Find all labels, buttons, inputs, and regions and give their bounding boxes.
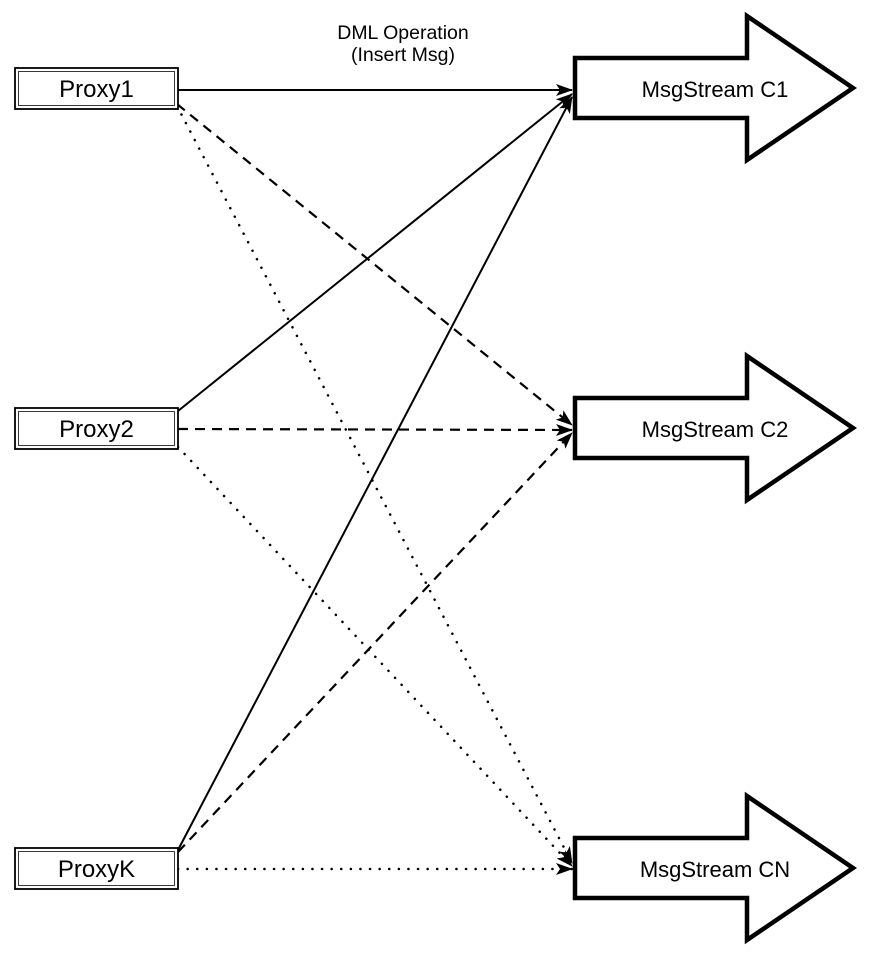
fat-arrow-right-shape bbox=[572, 791, 858, 945]
proxy2-box bbox=[14, 407, 179, 450]
edge-proxyk-c2-dashed bbox=[177, 432, 573, 853]
edge-proxy2-c2-dashed bbox=[177, 423, 573, 436]
edge-proxy2-c1-solid bbox=[177, 93, 573, 412]
fat-arrow-right-shape bbox=[572, 11, 858, 165]
proxy-node-proxy1: Proxy1 bbox=[14, 67, 179, 110]
dml-operation-annotation-line2: (Insert Msg) bbox=[351, 44, 455, 66]
stream-cn-label: MsgStream CN bbox=[640, 857, 790, 882]
proxy2-box-inner-border bbox=[18, 411, 175, 446]
stream-c2-label: MsgStream C2 bbox=[642, 417, 789, 442]
stream-c1-label: MsgStream C1 bbox=[642, 77, 789, 102]
dml-operation-annotation-line1: DML Operation bbox=[337, 22, 469, 44]
proxy-node-proxy2: Proxy2 bbox=[14, 407, 179, 450]
stream-node-c1: MsgStream C1 bbox=[572, 11, 858, 165]
proxyk-box bbox=[14, 847, 179, 890]
proxyk-box-inner-border bbox=[18, 851, 175, 886]
dml-operation-annotation: DML Operation (Insert Msg) bbox=[337, 22, 469, 66]
proxy1-box bbox=[14, 67, 179, 110]
proxy2-label: Proxy2 bbox=[59, 416, 134, 443]
stream-node-c2: MsgStream C2 bbox=[572, 351, 858, 505]
fat-arrow-right-shape bbox=[572, 351, 858, 505]
edge-proxy2-cn-dotted bbox=[176, 445, 574, 868]
stream-node-cn: MsgStream CN bbox=[572, 791, 858, 945]
edge-proxyk-c1-solid bbox=[177, 96, 573, 851]
proxy1-label: Proxy1 bbox=[59, 76, 134, 103]
proxy1-box-inner-border bbox=[18, 71, 175, 106]
proxy-node-proxyk: ProxyK bbox=[14, 847, 179, 890]
edges-layer bbox=[175, 84, 574, 875]
edge-proxy1-cn-dotted bbox=[175, 104, 574, 865]
edge-proxy1-c2-dashed bbox=[176, 103, 573, 426]
proxyk-label: ProxyK bbox=[58, 856, 135, 883]
